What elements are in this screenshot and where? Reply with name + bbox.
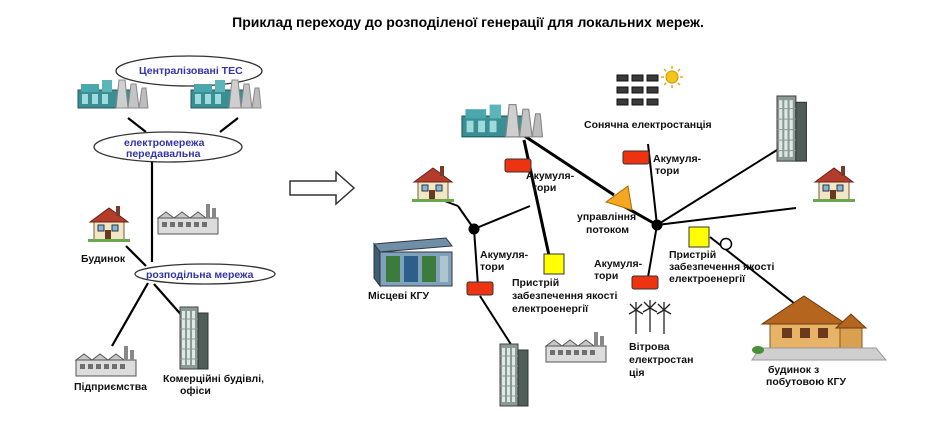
quality-label-2c: електроенергії	[669, 273, 746, 285]
flow-label-2: потоком	[586, 224, 630, 236]
tes-label: Централізовані ТЕС	[139, 65, 243, 77]
wind-turbine-icon-3	[656, 301, 672, 335]
wind-turbine-icon-1	[628, 301, 644, 335]
wind-label-3: ція	[629, 367, 645, 379]
quality-label-2a: Пристрій	[669, 249, 717, 261]
distribution-label: розподільна мережа	[146, 269, 254, 281]
accumulator-label-2b: тори	[655, 165, 680, 177]
distribution-ellipse	[134, 263, 276, 285]
quality-label-1c: електроенергії	[512, 303, 589, 315]
enterprise-label: Підприємства	[74, 381, 147, 393]
right-house-icon-1	[411, 165, 455, 203]
accumulator-label-1a: Акумуля-	[526, 170, 575, 182]
accumulator-label-4b: тори	[594, 270, 619, 282]
house-with-kgu-icon	[751, 295, 888, 361]
wind-turbine-icon-2	[642, 299, 658, 333]
accumulator-label-3b: тори	[480, 261, 505, 273]
left-industry-icon	[157, 203, 219, 235]
left-house-icon	[87, 205, 131, 243]
right-tower-icon-2	[499, 343, 529, 407]
accumulator-label-2a: Акумуля-	[653, 153, 702, 165]
accumulator-box-1	[504, 158, 532, 173]
accumulator-box-4	[631, 275, 659, 290]
grid-node-2	[651, 219, 663, 231]
grid-node-1	[468, 223, 480, 235]
flow-control-triangle-icon	[604, 185, 633, 211]
quality-label-1a: Пристрій	[512, 277, 560, 289]
house-label: Будинок	[81, 253, 126, 265]
house-kgu-label-1: будинок з	[768, 364, 820, 376]
wind-label-1: Вітрова	[629, 341, 670, 353]
quality-device-box-2	[688, 226, 710, 248]
commercial-label-1: Комерційні будівлі,	[163, 373, 265, 385]
quality-label-2b: забезпечення якості	[669, 261, 775, 273]
commercial-label-2: офіси	[180, 385, 211, 397]
solar-label: Сонячна електростанція	[584, 119, 712, 131]
accumulator-label-4a: Акумуля-	[594, 258, 643, 270]
tes-plant-icon-1	[77, 79, 149, 109]
diagram-title: Приклад переходу до розподіленої генерац…	[232, 14, 704, 30]
local-kgu-label: Місцеві КГУ	[368, 290, 429, 302]
transmission-label-1: електромережа	[124, 137, 205, 149]
right-house-icon-2	[812, 165, 856, 203]
transmission-label-2: передавальна	[126, 148, 201, 160]
grid-node-3	[719, 237, 733, 251]
flow-label-1: управління	[577, 211, 637, 223]
right-tower-icon-1	[776, 95, 807, 162]
right-factory-icon	[545, 331, 607, 363]
sun-icon	[661, 66, 683, 88]
accumulator-label-3a: Акумуля-	[480, 249, 529, 261]
tes-ellipse	[115, 55, 263, 87]
solar-panels-icon	[616, 74, 659, 106]
accumulator-box-3	[466, 281, 494, 296]
transmission-ellipse	[93, 131, 243, 163]
accumulator-box-2	[622, 150, 650, 165]
transition-arrow-icon	[289, 170, 356, 206]
left-connection-lines	[111, 117, 239, 347]
wind-label-2: електростан	[629, 354, 694, 366]
main-plant-icon	[461, 104, 544, 138]
quality-device-box-1	[543, 253, 565, 275]
commercial-tower-icon	[179, 306, 209, 370]
house-kgu-label-2: побутовою КГУ	[766, 376, 846, 388]
quality-label-1b: забезпечення якості	[512, 290, 618, 302]
enterprise-factory-icon	[75, 345, 137, 377]
accumulator-label-1b: тори	[532, 182, 557, 194]
local-kgu-container-icon	[373, 237, 453, 288]
